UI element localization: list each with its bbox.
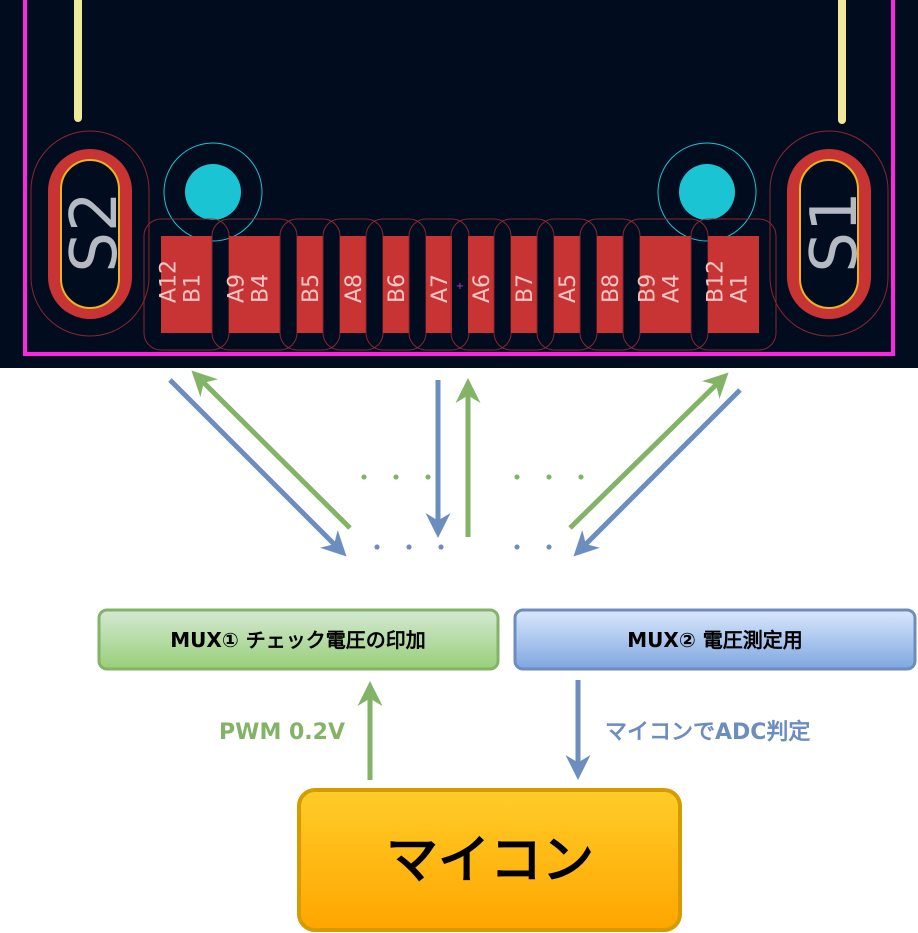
pad-label: B5 [299, 274, 324, 303]
pad-label: B7 [513, 274, 538, 303]
pad-b6: B6 [365, 218, 427, 351]
mux1-label: MUX① チェック電圧の印加 [170, 628, 425, 652]
ellipsis-green-right: ・・・ [505, 464, 601, 492]
mux1-box: MUX① チェック電圧の印加 [97, 608, 500, 671]
shield-pad-s1: S1 [769, 130, 889, 337]
adc-label: マイコンでADC判定 [605, 719, 810, 745]
arrow-green-right [568, 372, 729, 530]
shield-pad-s2: S2 [30, 130, 150, 337]
pad-a8: A8 [322, 218, 384, 351]
pad-label: B4 [249, 274, 274, 303]
arrow-blue-left [168, 378, 347, 557]
pad-label: A6 [470, 274, 495, 303]
pcb-board [0, 0, 918, 368]
origin-marker-icon: + [456, 281, 464, 292]
pad-label: B12 [704, 260, 729, 303]
pad-label: B8 [599, 274, 624, 303]
pad-a6: A6 [450, 218, 512, 351]
arrow-green-left [191, 370, 352, 530]
mcu-label: マイコン [386, 831, 594, 891]
pad-label: A1 [728, 274, 753, 303]
pwm-label: PWM 0.2V [219, 720, 345, 745]
ellipsis-green-left: ・・・ [352, 464, 448, 492]
pad-label: A9 [225, 274, 250, 303]
pad-a5: A5 [536, 218, 598, 351]
arrow-blue-right [573, 388, 742, 557]
pad-label: B9 [636, 274, 661, 303]
pad-label: A4 [660, 274, 685, 303]
pad-b8: B8 [579, 218, 641, 351]
mux2-label: MUX② 電圧測定用 [627, 628, 802, 652]
silk-label-s2: S2 [58, 191, 132, 272]
board-edge [23, 0, 895, 356]
pad-b7: B7 [493, 218, 555, 351]
pad-label: A5 [556, 274, 581, 303]
pad-label: B1 [181, 274, 206, 303]
pad-b5: B5 [279, 218, 341, 351]
ellipsis-blue-left: ・・・ [365, 534, 461, 562]
ellipsis-blue-right: ・・・ [505, 534, 601, 562]
mcu-box: マイコン [297, 788, 682, 932]
via-left [163, 142, 263, 242]
silk-label-s1: S1 [798, 191, 872, 272]
mux2-box: MUX② 電圧測定用 [513, 608, 917, 671]
via-right [657, 142, 757, 242]
pad-label: A12 [157, 260, 182, 303]
pad-label: B6 [385, 274, 410, 303]
pad-label: A8 [342, 274, 367, 303]
pad-label: A7 [428, 274, 453, 303]
